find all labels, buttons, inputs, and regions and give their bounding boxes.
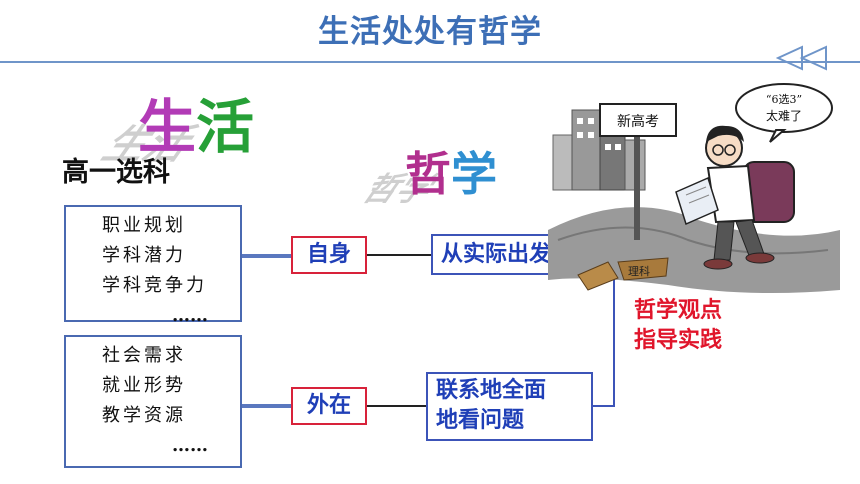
list-ellipsis: …… [172, 305, 208, 326]
list-item: 教学资源 [102, 405, 186, 426]
list-item: 职业规划 [102, 215, 186, 236]
speech-line-1: “6选3” [766, 93, 802, 106]
philosophy-guides-practice-note: 哲学观点 指导实践 [634, 298, 723, 353]
list-ellipsis: …… [172, 435, 208, 456]
title-divider [0, 61, 860, 63]
list-item: 社会需求 [102, 345, 186, 366]
factor-self-box: 自身 [291, 236, 367, 274]
word-art-philosophy: 哲学 [405, 147, 497, 201]
list-item: 学科潜力 [102, 245, 186, 266]
list-item: 学科竞争力 [102, 275, 207, 296]
list-item: 就业形势 [102, 375, 186, 396]
student-illustration: 理科 新高考 “6选3” 太难了 [548, 83, 840, 294]
signpost-text: 新高考 [617, 113, 659, 130]
page-title: 生活处处有哲学 [318, 14, 542, 50]
subject-choice-heading: 高一选科 [62, 157, 170, 188]
word-art-life: 生活 [138, 93, 255, 161]
double-chevron-left-icon[interactable] [776, 44, 830, 72]
principle-holistic-view-box: 联系地全面 地看问题 [426, 372, 593, 441]
external-factors-box: 社会需求 就业形势 教学资源 …… [64, 335, 242, 468]
factor-external-box: 外在 [291, 387, 367, 425]
ground-label: 理科 [628, 264, 650, 278]
personal-factors-box: 职业规划 学科潜力 学科竞争力 …… [64, 205, 242, 326]
speech-line-2: 太难了 [766, 108, 802, 123]
